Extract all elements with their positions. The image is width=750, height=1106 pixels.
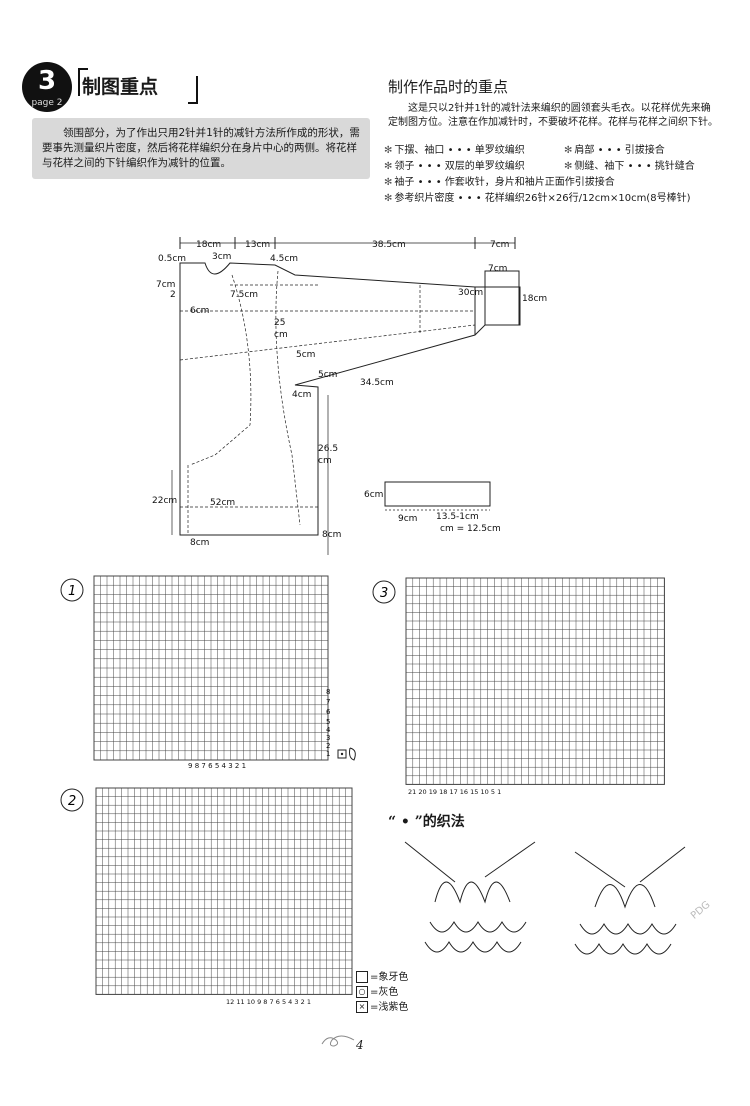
rule-right: 肩部 • • • 引拔接合 — [574, 145, 665, 156]
title-bracket-right — [188, 76, 198, 104]
chart-bottom-numbers: 21 20 19 18 17 16 15 10 5 1 — [408, 788, 501, 796]
title-bracket-left — [78, 68, 88, 96]
note-box: 领围部分，为了作出只用2针并1针的减针方法所作成的形状，需要事先测量织片密度，然… — [32, 118, 370, 179]
chart-label: 1 — [68, 584, 76, 599]
chart-label: 2 — [68, 794, 76, 809]
asterisk-icon: ✻ — [564, 161, 573, 172]
asterisk-icon: ✻ — [384, 193, 393, 204]
row-number: 6 — [326, 708, 331, 716]
legend-label: =灰色 — [370, 987, 399, 998]
dim-label: 6cm — [364, 490, 383, 500]
row-number: 3 — [326, 734, 330, 742]
dot-icon — [340, 752, 344, 756]
right-panel-title: 制作作品时的重点 — [388, 78, 509, 96]
dim-label: 3cm — [212, 252, 231, 262]
stitch-chart-1: 1 9 8 7 6 5 4 3 2 1 8 7 6 5 4 3 2 1 — [60, 575, 356, 770]
rule-left: 袖子 • • • 作套收针，身片和袖片正面作引拔接合 — [394, 177, 615, 188]
asterisk-icon: ✻ — [384, 145, 393, 156]
dim-label: cm — [318, 456, 332, 466]
swatch-icon: ○ — [356, 986, 368, 998]
dim-label: 2 — [170, 290, 176, 300]
dim-label: 34.5cm — [360, 378, 394, 388]
stitch-chart-2: 2 12 11 10 9 8 7 6 5 4 3 2 1 — [60, 787, 353, 1006]
legend-grey: ○=灰色 — [356, 983, 398, 998]
dim-label: 30cm — [458, 288, 483, 298]
dim-label: 7cm — [490, 240, 509, 250]
stitch-chart-3: 3 21 20 19 18 17 16 15 10 5 1 — [372, 577, 665, 796]
page-number: 4 — [356, 1038, 364, 1052]
dot-method-illustration — [404, 841, 686, 955]
rule-right: 侧缝、袖下 • • • 挑针缝合 — [574, 161, 695, 172]
dim-label: 18cm — [522, 294, 547, 304]
dim-label: 52cm — [210, 498, 235, 508]
asterisk-icon: ✻ — [564, 145, 573, 156]
dot-method-title: “ • ”的织法 — [388, 814, 465, 830]
dim-label: 25 — [274, 318, 285, 328]
dim-label: cm — [274, 330, 288, 340]
right-panel-intro: 这是只以2针并1针的减针法来编织的圆领套头毛衣。以花样优先来确定制图方位。注意在… — [388, 102, 718, 130]
row-number: 7 — [326, 698, 330, 706]
rule-left: 下摆、袖口 • • • 单罗纹编织 — [394, 145, 525, 156]
row-number: 1 — [326, 750, 330, 758]
asterisk-icon: ✻ — [384, 161, 393, 172]
garment-schematic: 18cm 13cm 38.5cm 7cm 0.5cm 3cm 4.5cm 7cm… — [152, 237, 547, 555]
chart-bottom-numbers: 12 11 10 9 8 7 6 5 4 3 2 1 — [226, 998, 311, 1006]
dim-label: 8cm — [190, 538, 209, 548]
rule-row-3: ✻袖子 • • • 作套收针，身片和袖片正面作引拔接合 — [384, 175, 615, 191]
legend-label: =浅紫色 — [370, 1002, 409, 1013]
swatch-icon — [356, 971, 368, 983]
dim-label: 5cm — [318, 370, 337, 380]
dim-label: 22cm — [152, 496, 177, 506]
row-number: 8 — [326, 688, 330, 696]
swirl-ornament-icon — [321, 1035, 355, 1047]
dim-label: 18cm — [196, 240, 221, 250]
section-badge: 3 page 2 — [22, 62, 72, 112]
dim-label: 5cm — [296, 350, 315, 360]
legend-purple: ×=浅紫色 — [356, 998, 408, 1013]
dim-label: 38.5cm — [372, 240, 406, 250]
legend-ivory: =象牙色 — [356, 968, 408, 983]
dim-label: 13cm — [245, 240, 270, 250]
chart-label: 3 — [380, 586, 388, 601]
row-number: 4 — [326, 726, 331, 734]
section-title: 制图重点 — [82, 76, 159, 98]
dim-label: 7cm — [156, 280, 175, 290]
dim-label: 9cm — [398, 514, 417, 524]
section-number: 3 — [37, 66, 57, 96]
swatch-icon: × — [356, 1001, 368, 1013]
note-text: 领围部分，为了作出只用2针并1针的减针方法所作成的形状，需要事先测量织片密度，然… — [42, 127, 360, 169]
dim-label: 4cm — [292, 390, 311, 400]
chart-bottom-numbers: 9 8 7 6 5 4 3 2 1 — [188, 762, 246, 770]
dim-label: 7.5cm — [230, 290, 258, 300]
rule-row-2: ✻领子 • • • 双层的单罗纹编织 ✻侧缝、袖下 • • • 挑针缝合 — [384, 159, 695, 175]
legend-label: =象牙色 — [370, 972, 409, 983]
dim-label: 4.5cm — [270, 254, 298, 264]
dim-label: 6cm — [190, 306, 209, 316]
row-number: 5 — [326, 718, 330, 726]
dim-label: 13.5-1cm — [436, 512, 479, 522]
rule-row-1: ✻下摆、袖口 • • • 单罗纹编织 ✻肩部 • • • 引拔接合 — [384, 143, 665, 159]
dim-label: 0.5cm — [158, 254, 186, 264]
dim-label: 26.5 — [318, 444, 338, 454]
rule-row-4: ✻参考织片密度 • • • 花样编织26针×26行/12cm×10cm(8号棒针… — [384, 191, 690, 207]
dim-label: 7cm — [488, 264, 507, 274]
rule-left: 参考织片密度 • • • 花样编织26针×26行/12cm×10cm(8号棒针) — [394, 193, 691, 204]
asterisk-icon: ✻ — [384, 177, 393, 188]
dot-symbol-icon — [337, 749, 347, 759]
dim-label: cm = 12.5cm — [440, 524, 501, 534]
stitch-loop-icon — [349, 747, 356, 761]
rule-left: 领子 • • • 双层的单罗纹编织 — [394, 161, 525, 172]
row-number: 2 — [326, 742, 330, 750]
section-page-label: page 2 — [31, 98, 63, 108]
dim-label: 8cm — [322, 530, 341, 540]
intro-text: 这是只以2针并1针的减针法来编织的圆领套头毛衣。以花样优先来确定制图方位。注意在… — [388, 103, 718, 128]
